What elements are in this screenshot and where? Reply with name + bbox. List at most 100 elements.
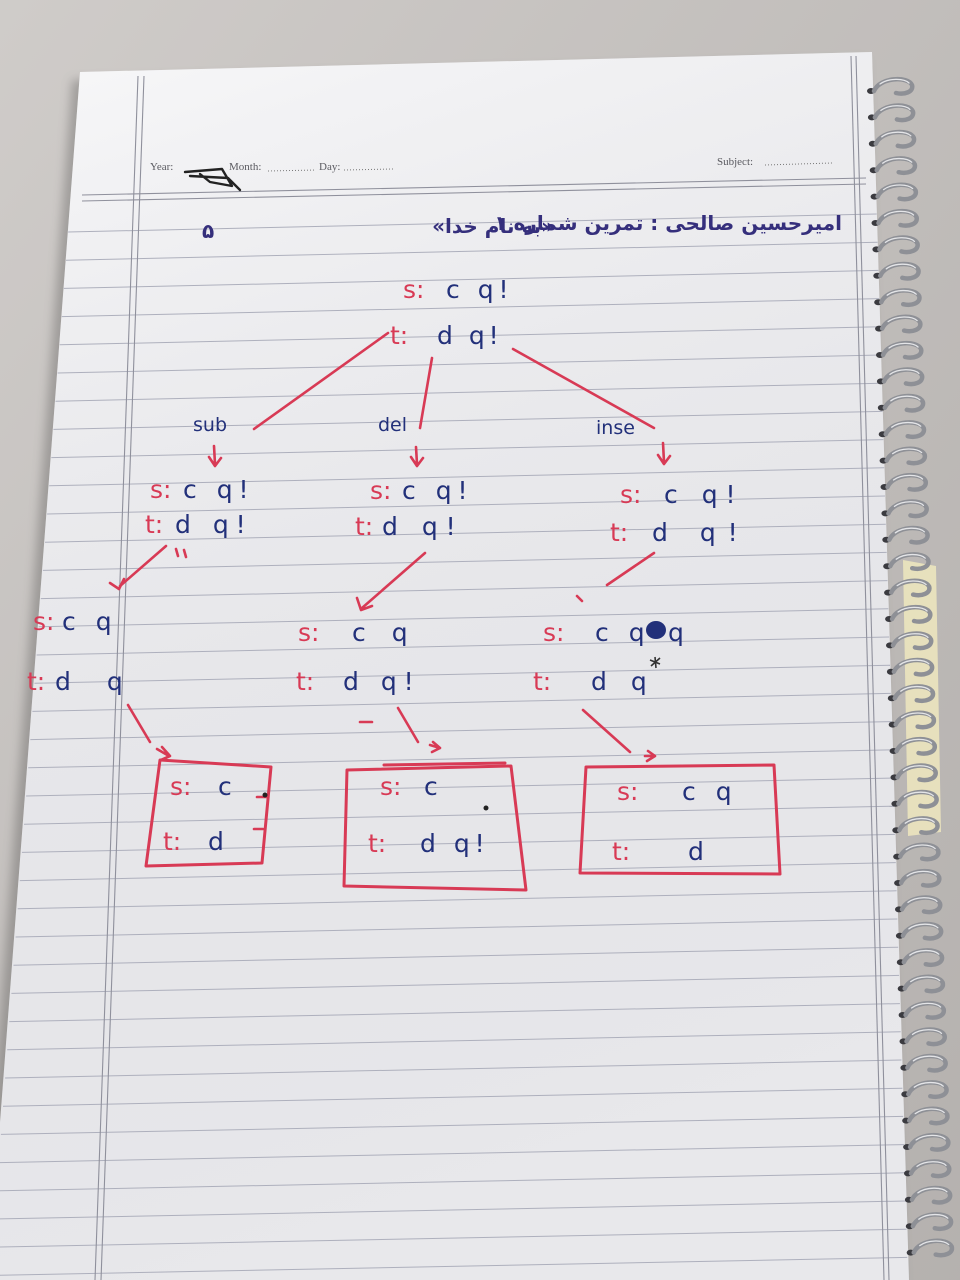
- inse-result-t-label: t:: [612, 837, 630, 866]
- edge-inse-to-level2: [575, 551, 656, 603]
- ruled-line: [51, 439, 884, 459]
- ruled-line: [65, 241, 878, 261]
- spiral-ring-highlight: [917, 1187, 948, 1194]
- edge-left-to-box: [126, 703, 172, 762]
- ruled-line: [36, 636, 890, 656]
- ruled-line: [0, 1200, 906, 1220]
- inse-level1-t-value: d q!: [652, 518, 750, 547]
- spiral-ring-highlight: [895, 553, 926, 560]
- spiral-ring-highlight: [916, 1161, 947, 1168]
- spiral-ring-highlight: [879, 78, 910, 85]
- spiral-ring-highlight: [897, 606, 928, 613]
- ruled-line: [2, 1087, 903, 1107]
- del-result-s-value: c: [424, 772, 438, 801]
- del-level1-t-value: d q!: [382, 512, 464, 541]
- ruled-line: [0, 1256, 908, 1276]
- ruled-line: [0, 1115, 904, 1135]
- inse-level2-t-label: t:: [533, 667, 551, 696]
- ruled-line: [0, 1144, 905, 1164]
- del-level2-s-label: s:: [298, 618, 319, 647]
- sub-result-t-label: t:: [163, 827, 181, 856]
- down-arrow-inse: [656, 441, 672, 466]
- ruled-line: [42, 551, 887, 571]
- del-level1-s-label: s:: [370, 476, 391, 505]
- spiral-ring-highlight: [911, 1029, 943, 1036]
- spiral-ring-highlight: [909, 949, 940, 956]
- spiral-ring-highlight: [892, 474, 924, 481]
- del-level1-s-value: c q!: [402, 476, 474, 505]
- root-t-label: t:: [390, 321, 408, 350]
- inse-level2-s-tail: q: [668, 618, 684, 647]
- left-margin-line: [94, 75, 139, 1280]
- ruled-line: [49, 467, 885, 487]
- spiral-ring-highlight: [888, 342, 919, 349]
- inse-level2-t-value: d q: [591, 667, 655, 696]
- del-level2-t-value: d q!: [343, 667, 421, 696]
- spiral-ring-highlight: [904, 817, 935, 824]
- spiral-ring-highlight: [881, 131, 912, 138]
- spiral-ring-highlight: [914, 1108, 945, 1115]
- day-label: Day:: [319, 161, 340, 173]
- ruled-line: [55, 382, 882, 402]
- sub-result-s-label: s:: [170, 772, 191, 801]
- year-scribble: [183, 167, 242, 192]
- inse-level1-s-value: c q!: [664, 480, 744, 509]
- ruled-line: [47, 495, 886, 515]
- ruled-line: [21, 833, 895, 853]
- spiral-ring-highlight: [887, 316, 918, 323]
- ruled-line: [30, 721, 892, 741]
- operation-label-inse: inse: [596, 417, 635, 439]
- result-box-sub: [144, 758, 273, 868]
- ruled-line: [19, 862, 896, 882]
- ruled-line: [9, 1003, 900, 1023]
- spiral-ring-highlight: [883, 210, 915, 217]
- right-margin-line: [855, 55, 890, 1280]
- del-level2-t-label: t:: [296, 667, 314, 696]
- ink-dot: [483, 805, 489, 811]
- ruled-line: [0, 1172, 905, 1192]
- spiral-ring-highlight: [889, 369, 920, 376]
- spiral-ring-highlight: [882, 184, 914, 191]
- ruled-line: [26, 777, 894, 797]
- ruled-line: [57, 354, 881, 374]
- del-level2-s-value: c q: [352, 618, 417, 647]
- spiral-ring-highlight: [918, 1213, 949, 1220]
- spiral-ring-highlight: [902, 765, 934, 772]
- spiral-ring-highlight: [890, 395, 921, 402]
- ink-blot: [646, 621, 666, 639]
- author-title: امیرحسین صالحی : تمرین شماره ۱: [494, 211, 842, 235]
- ink-scribble: [649, 656, 661, 669]
- spiral-ring-highlight: [901, 738, 933, 745]
- spiral-ring-highlight: [910, 976, 941, 983]
- spiral-ring-highlight: [891, 448, 923, 455]
- spiral-ring-highlight: [901, 712, 932, 719]
- result-box-inse: [578, 763, 782, 876]
- ruled-line: [44, 523, 886, 543]
- spiral-ring-highlight: [910, 1002, 942, 1009]
- root-s-value: c q!: [446, 275, 514, 304]
- spiral-ring-highlight: [899, 659, 930, 666]
- spiral-ring-highlight: [900, 685, 931, 692]
- spiral-ring-highlight: [908, 923, 939, 930]
- spiral-ring-highlight: [884, 237, 916, 244]
- sub-level1-s-value: c q!: [183, 475, 255, 504]
- sub-level1-s-label: s:: [150, 475, 171, 504]
- spiral-ring-highlight: [907, 897, 938, 904]
- inse-result-s-value: c q: [682, 777, 738, 806]
- ruled-line: [17, 890, 897, 910]
- sub-result-s-value: c: [218, 772, 232, 801]
- spiral-ring-highlight: [915, 1134, 946, 1141]
- ruled-line: [63, 269, 879, 289]
- left-margin-line: [100, 75, 145, 1280]
- edge-right-to-box: [581, 708, 657, 763]
- spiral-ring-highlight: [913, 1081, 944, 1088]
- inse-level2-s-value: c q: [595, 618, 651, 647]
- spiral-ring-highlight: [905, 844, 936, 851]
- ruled-line: [32, 692, 891, 712]
- ruled-line: [40, 580, 888, 600]
- down-arrow-sub: [207, 444, 223, 468]
- spiral-ring-highlight: [886, 289, 917, 296]
- sub-level2-t-value: d q: [55, 667, 137, 696]
- ruled-lines: [0, 213, 908, 1276]
- ruled-line: [11, 974, 900, 994]
